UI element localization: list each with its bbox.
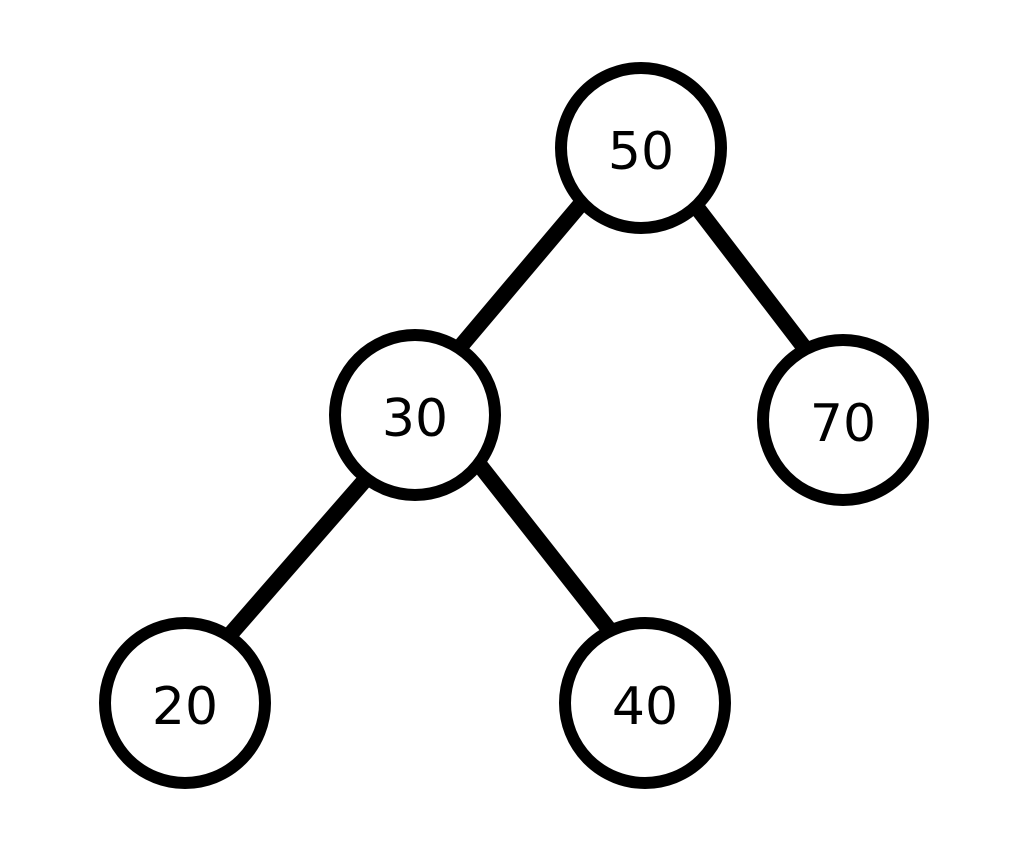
node-50: 50 <box>555 62 727 234</box>
node-circle-20 <box>99 617 271 789</box>
edge-30-40 <box>471 458 618 637</box>
node-circle-40 <box>559 617 731 789</box>
edge-50-30 <box>448 199 587 359</box>
tree-nodes: 50 30 70 20 40 <box>99 62 929 789</box>
node-40: 40 <box>559 617 731 789</box>
edge-50-70 <box>688 200 817 360</box>
node-label-20: 20 <box>152 677 218 737</box>
node-label-70: 70 <box>810 394 876 454</box>
node-label-50: 50 <box>608 122 674 182</box>
edge-30-20 <box>221 474 372 643</box>
node-label-40: 40 <box>612 677 678 737</box>
node-circle-70 <box>757 334 929 506</box>
tree-edges <box>221 199 817 643</box>
node-circle-50 <box>555 62 727 234</box>
node-circle-30 <box>329 329 501 501</box>
node-20: 20 <box>99 617 271 789</box>
node-30: 30 <box>329 329 501 501</box>
node-70: 70 <box>757 334 929 506</box>
node-label-30: 30 <box>382 389 448 449</box>
